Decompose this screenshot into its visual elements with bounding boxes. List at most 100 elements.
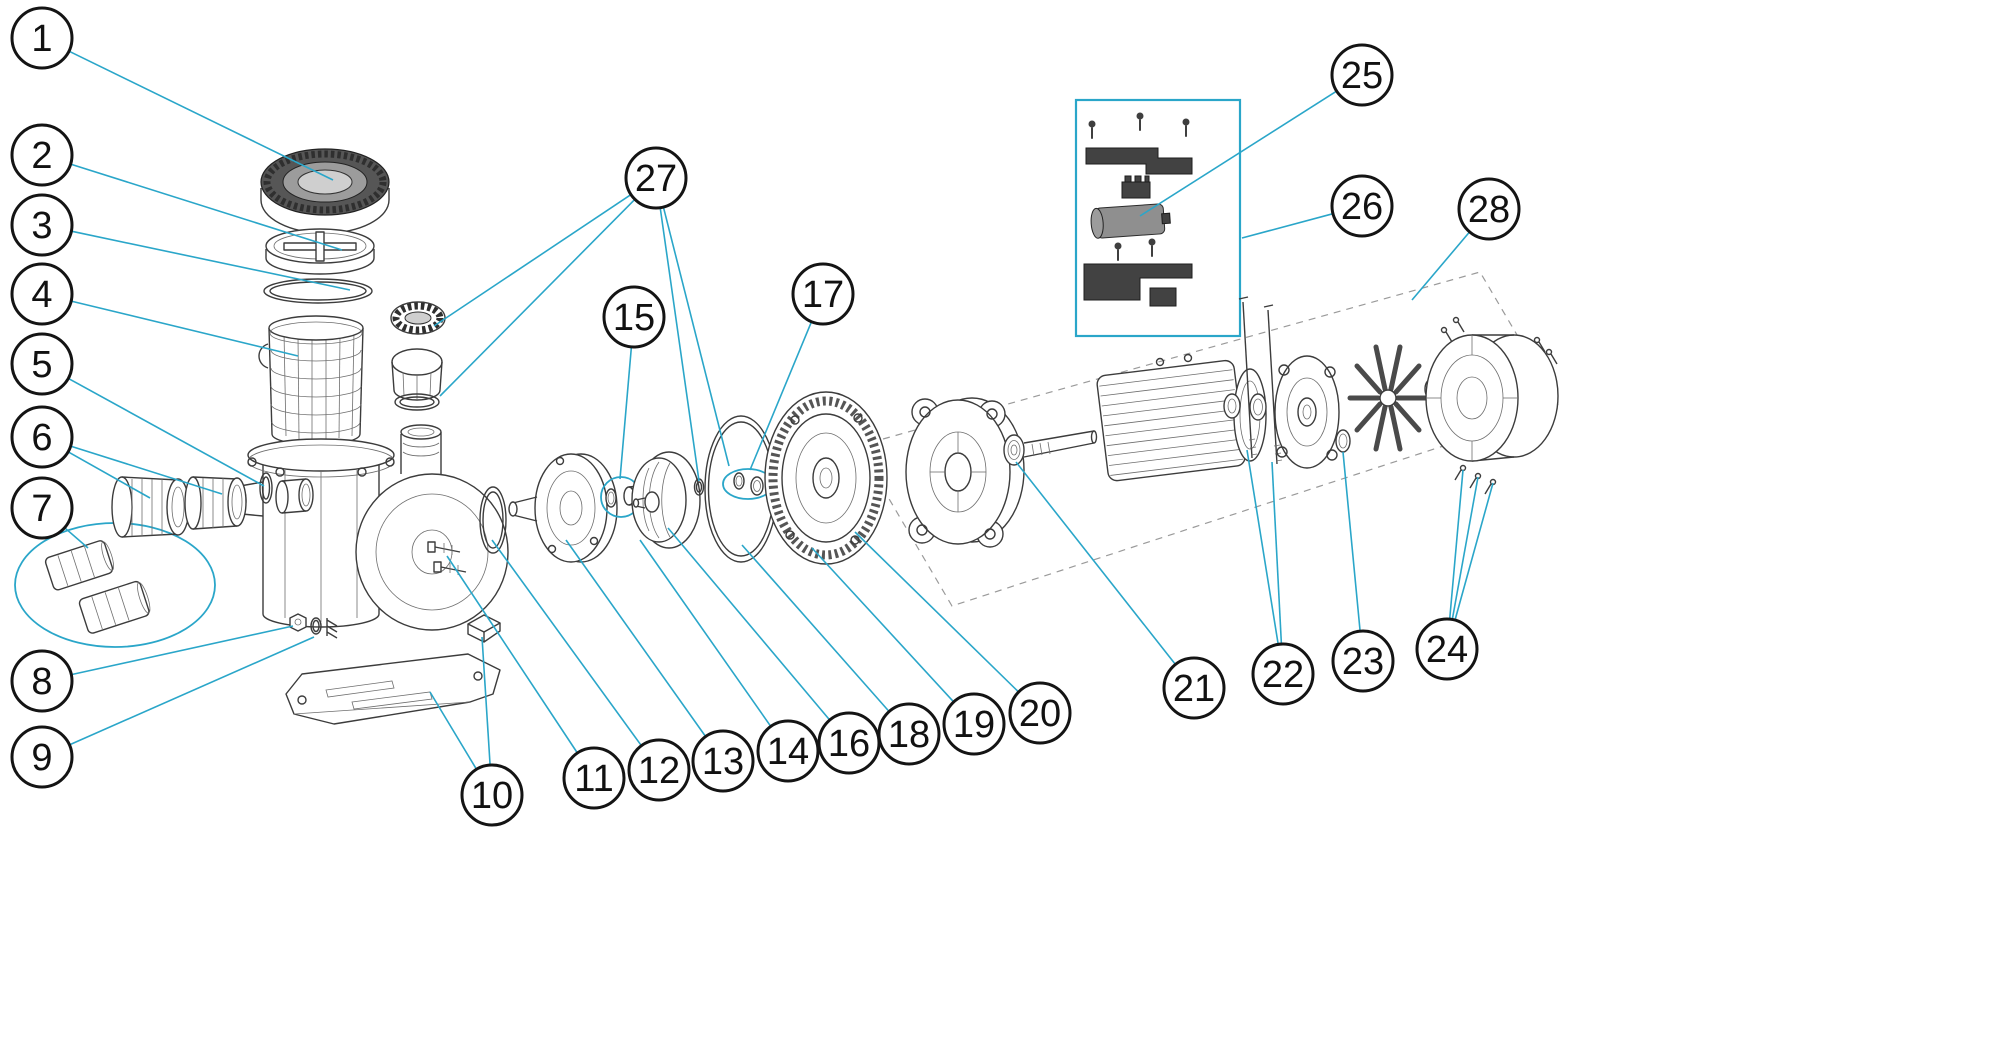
callout-7: 7: [10, 476, 74, 540]
terminal-cover: [1149, 287, 1177, 307]
callout-number-25: 25: [1341, 55, 1383, 97]
callout-number-6: 6: [31, 417, 52, 459]
callout-circle-23: [1331, 629, 1395, 693]
callout-number-23: 23: [1342, 641, 1384, 683]
leader-line-27: [659, 207, 700, 482]
front-bearing: [1003, 434, 1025, 466]
leader-line-24: [1451, 476, 1479, 620]
callout-circle-22: [1251, 642, 1315, 706]
callout-number-16: 16: [828, 723, 870, 765]
callout-15: 15: [602, 285, 666, 349]
leader-line-16: [667, 527, 831, 721]
leader-line-5: [67, 377, 265, 487]
lid-locking-ring: [260, 148, 390, 234]
callout-number-2: 2: [31, 135, 52, 177]
callout-13: 13: [691, 729, 755, 793]
callout-number-26: 26: [1341, 186, 1383, 228]
leader-line-27: [433, 193, 632, 327]
callout-circle-7: [10, 476, 74, 540]
callout-circle-1: [10, 6, 74, 70]
callout-circle-6: [10, 405, 74, 469]
callout-6: 6: [10, 405, 74, 469]
rear-bracket: [1274, 355, 1340, 469]
callout-19: 19: [942, 692, 1006, 756]
strainer-lid: [265, 228, 375, 275]
callout-number-7: 7: [31, 488, 52, 530]
callout-circle-24: [1415, 617, 1479, 681]
volute-o-ring: [479, 486, 507, 554]
callout-number-3: 3: [31, 205, 52, 247]
callout-circle-20: [1008, 681, 1072, 745]
callout-4: 4: [10, 262, 74, 326]
callout-27: 27: [624, 146, 688, 210]
callout-18: 18: [877, 702, 941, 766]
callout-number-1: 1: [31, 18, 52, 60]
callout-circle-2: [10, 123, 74, 187]
terminal-bracket-bottom: [1083, 263, 1193, 301]
callout-21: 21: [1162, 656, 1226, 720]
callout-number-22: 22: [1262, 654, 1304, 696]
leader-line-17: [749, 321, 813, 471]
leader-line-27: [439, 198, 636, 397]
callout-circle-27: [624, 146, 688, 210]
callout-24: 24: [1415, 617, 1479, 681]
leader-line-23: [1342, 451, 1361, 632]
strainer-basket: [258, 315, 364, 446]
callout-circle-17: [791, 262, 855, 326]
leader-line-12: [491, 539, 643, 747]
callout-number-8: 8: [31, 661, 52, 703]
leader-line-19: [811, 547, 955, 703]
callout-circle-12: [627, 738, 691, 802]
screw-icon: [1114, 238, 1156, 261]
leader-line-6: [70, 445, 223, 495]
callout-22: 22: [1251, 642, 1315, 706]
callout-number-9: 9: [31, 737, 52, 779]
callout-1: 1: [10, 6, 74, 70]
leader-line-24: [1448, 469, 1464, 620]
callout-number-14: 14: [767, 731, 809, 773]
callout-14: 14: [756, 719, 820, 783]
callout-number-20: 20: [1019, 693, 1061, 735]
callout-circle-26: [1330, 174, 1394, 238]
callout-number-4: 4: [31, 274, 52, 316]
callout-2: 2: [10, 123, 74, 187]
callout-number-15: 15: [613, 297, 655, 339]
pump-base: [285, 614, 501, 725]
fan-cover: [1425, 316, 1559, 495]
leader-line-22: [1271, 461, 1283, 645]
cooling-fan: [1347, 344, 1436, 452]
drain-plug: [289, 613, 338, 639]
leader-line-24: [1454, 482, 1494, 621]
leader-line-26: [1241, 212, 1334, 239]
union-nuts: [111, 472, 314, 538]
motor-flange: [905, 397, 1025, 548]
tie-bolts: [1238, 296, 1283, 465]
leader-line-27: [662, 206, 730, 467]
terminal-block: [1121, 175, 1151, 199]
callout-circle-15: [602, 285, 666, 349]
leader-line-28: [1411, 231, 1471, 301]
callout-circle-11: [562, 746, 626, 810]
leader-line-14: [639, 539, 772, 727]
rear-bearing: [1223, 393, 1267, 421]
callout-circle-25: [1330, 43, 1394, 107]
leader-line-22: [1246, 449, 1279, 645]
leader-line-3: [71, 230, 351, 291]
callout-number-28: 28: [1468, 189, 1510, 231]
callout-11: 11: [562, 746, 626, 810]
pump-body: [231, 424, 509, 631]
leader-line-21: [1015, 461, 1177, 665]
leader-line-20: [854, 531, 1020, 693]
callout-number-18: 18: [888, 714, 930, 756]
callout-circle-5: [10, 332, 74, 396]
terminal-box: [1074, 98, 1242, 338]
leader-line-2: [70, 163, 343, 251]
leader-line-10: [429, 691, 478, 770]
callout-number-24: 24: [1426, 629, 1468, 671]
callout-circle-9: [10, 725, 74, 789]
leader-line-4: [71, 300, 299, 357]
seal-housing: [764, 391, 888, 565]
callout-circle-4: [10, 262, 74, 326]
